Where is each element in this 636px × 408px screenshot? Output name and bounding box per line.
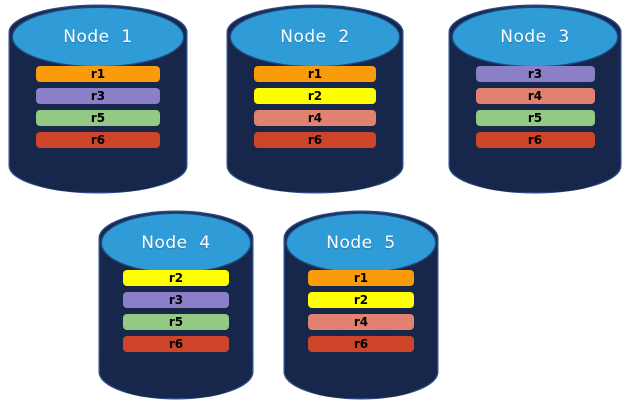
replica-bar-r2[interactable]: r2: [254, 88, 376, 104]
node-label: Node 2: [280, 26, 350, 47]
replica-bar-r6[interactable]: r6: [254, 132, 376, 148]
replica-stack: r2 r3 r5 r6: [100, 270, 252, 352]
replica-bar-r2[interactable]: r2: [307, 292, 415, 308]
replica-bar-r3[interactable]: r3: [36, 88, 160, 104]
replica-bar-r1[interactable]: r1: [254, 66, 376, 82]
node-cylinder-1[interactable]: Node 1 r1 r3 r5 r6: [10, 6, 186, 192]
cylinder-top-ellipse: Node 3: [452, 8, 618, 66]
replica-stack: r1 r3 r5 r6: [10, 66, 186, 148]
cylinder-top-ellipse: Node 1: [12, 8, 184, 66]
cylinder-top-ellipse: Node 2: [230, 8, 400, 66]
replica-bar-r6[interactable]: r6: [307, 336, 415, 352]
node-label: Node 5: [326, 232, 396, 253]
node-cylinder-3[interactable]: Node 3 r3 r4 r5 r6: [450, 6, 620, 192]
node-cylinder-4[interactable]: Node 4 r2 r3 r5 r6: [100, 212, 252, 398]
node-label: Node 3: [500, 26, 570, 47]
replica-bar-r4[interactable]: r4: [254, 110, 376, 126]
replica-bar-r3[interactable]: r3: [122, 292, 230, 308]
node-cylinder-2[interactable]: Node 2 r1 r2 r4 r6: [228, 6, 402, 192]
cylinder-top-ellipse: Node 5: [287, 214, 435, 272]
replica-bar-r6[interactable]: r6: [122, 336, 230, 352]
replica-bar-r2[interactable]: r2: [122, 270, 230, 286]
replica-bar-r6[interactable]: r6: [36, 132, 160, 148]
replica-bar-r6[interactable]: r6: [475, 132, 595, 148]
replica-bar-r1[interactable]: r1: [307, 270, 415, 286]
replica-bar-r5[interactable]: r5: [36, 110, 160, 126]
node-label: Node 4: [141, 232, 211, 253]
replica-bar-r3[interactable]: r3: [475, 66, 595, 82]
replica-stack: r1 r2 r4 r6: [228, 66, 402, 148]
replica-bar-r5[interactable]: r5: [122, 314, 230, 330]
node-label: Node 1: [63, 26, 133, 47]
replica-bar-r1[interactable]: r1: [36, 66, 160, 82]
replica-stack: r3 r4 r5 r6: [450, 66, 620, 148]
replica-bar-r4[interactable]: r4: [475, 88, 595, 104]
replica-bar-r5[interactable]: r5: [475, 110, 595, 126]
replica-stack: r1 r2 r4 r6: [285, 270, 437, 352]
node-cylinder-5[interactable]: Node 5 r1 r2 r4 r6: [285, 212, 437, 398]
replica-bar-r4[interactable]: r4: [307, 314, 415, 330]
cylinder-top-ellipse: Node 4: [102, 214, 250, 272]
